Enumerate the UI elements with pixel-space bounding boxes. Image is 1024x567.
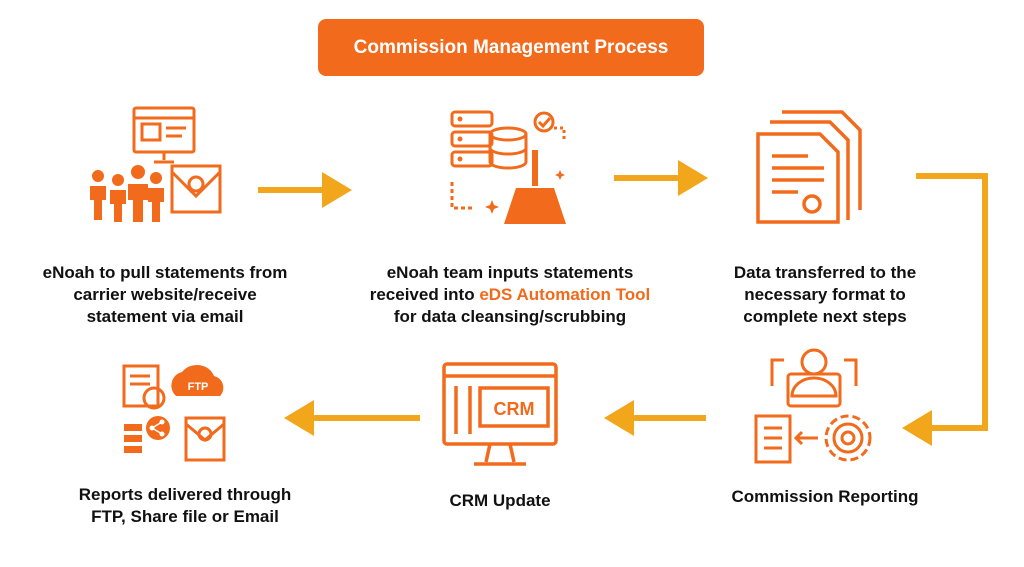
step-input-line-3: for data cleansing/scrubbing	[393, 307, 627, 326]
title-text: Commission Management Process	[353, 36, 669, 58]
eds-tool-highlight: eDS Automation Tool	[479, 285, 651, 304]
step-pull-line-3: statement via email	[86, 307, 244, 326]
step-input-line-2-pre: received into	[369, 285, 480, 304]
crm-monitor-icon: CRM	[442, 362, 558, 466]
step-crm-label: CRM Update	[400, 490, 600, 512]
step-transfer-line-2: necessary format to	[744, 285, 906, 304]
step-delivery-line-2: FTP, Share file or Email	[91, 507, 279, 526]
step-pull-line-2: carrier website/receive	[73, 285, 257, 304]
delivery-channels-icon: FTP	[122, 364, 226, 462]
ftp-cloud-text: FTP	[188, 381, 209, 393]
team-email-monitor-icon	[90, 106, 222, 222]
step-transfer-label: Data transferred to the necessary format…	[700, 262, 950, 328]
documents-icon	[756, 110, 862, 224]
step-transfer-line-3: complete next steps	[743, 307, 907, 326]
step-pull-label: eNoah to pull statements from carrier we…	[10, 262, 320, 328]
step-crm-line-1: CRM Update	[449, 491, 551, 510]
step-pull-line-1: eNoah to pull statements from	[42, 263, 288, 282]
step-delivery-label: Reports delivered through FTP, Share fil…	[40, 484, 330, 528]
arrow-transfer-to-reporting	[902, 173, 988, 446]
step-input-label: eNoah team inputs statements received in…	[345, 262, 675, 328]
step-input-line-1: eNoah team inputs statements	[386, 263, 634, 282]
step-input-line-2: received into eDS Automation Tool	[345, 284, 675, 306]
step-reporting-line-1: Commission Reporting	[731, 487, 919, 506]
step-delivery-line-1: Reports delivered through	[78, 485, 292, 504]
step-transfer-line-1: Data transferred to the	[733, 263, 917, 282]
database-cleansing-icon	[450, 110, 566, 224]
reporting-gear-icon	[754, 348, 872, 464]
page-title: Commission Management Process	[318, 19, 704, 76]
crm-screen-text: CRM	[494, 399, 535, 419]
step-reporting-label: Commission Reporting	[700, 486, 950, 508]
